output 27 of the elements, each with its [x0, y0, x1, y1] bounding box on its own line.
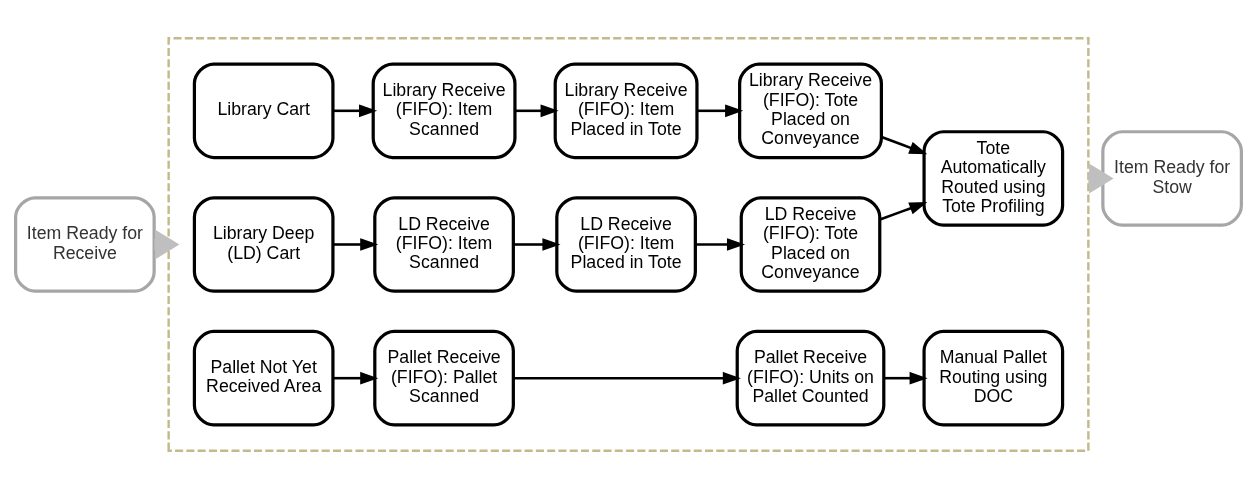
node-box: LD Receive (FIFO): Item Scanned	[373, 196, 515, 293]
node-box: Tote Automatically Routed using Tote Profiling	[922, 130, 1065, 227]
cluster	[167, 37, 1090, 452]
node-box: Manual Pallet Routing using DOC	[922, 329, 1065, 427]
arrow	[513, 238, 561, 251]
arrow	[515, 104, 559, 118]
arrow	[884, 371, 928, 385]
arrow	[333, 371, 379, 385]
arrow	[333, 238, 379, 251]
node-box: Pallet Not Yet Received Area	[192, 329, 335, 427]
node-box: Library Receive (FIFO): Item Scanned	[371, 62, 517, 160]
arrow	[333, 104, 378, 118]
node-box: Library Cart	[192, 62, 335, 160]
arrow	[697, 104, 744, 118]
node-box: LD Receive (FIFO): Tote Placed on Conveyance	[739, 196, 882, 293]
node-box: Library Receive (FIFO): Item Placed in Tote	[553, 62, 699, 160]
node-box: Library Receive (FIFO): Tote Placed on Conveyance	[738, 62, 883, 160]
arrow	[881, 135, 928, 155]
node-box: LD Receive (FIFO): Item Placed in Tote	[555, 196, 697, 293]
node-box: Pallet Receive (FIFO): Pallet Scanned	[373, 329, 515, 427]
node-box: Item Ready for Stow	[1101, 130, 1243, 227]
node-box: Pallet Receive (FIFO): Units on Pallet Counted	[735, 329, 886, 427]
node-box: Library Deep (LD) Cart	[192, 196, 335, 293]
node-box: Item Ready for Receive	[14, 196, 156, 293]
arrow	[695, 238, 746, 251]
arrow	[879, 202, 928, 221]
arrow	[513, 371, 741, 385]
